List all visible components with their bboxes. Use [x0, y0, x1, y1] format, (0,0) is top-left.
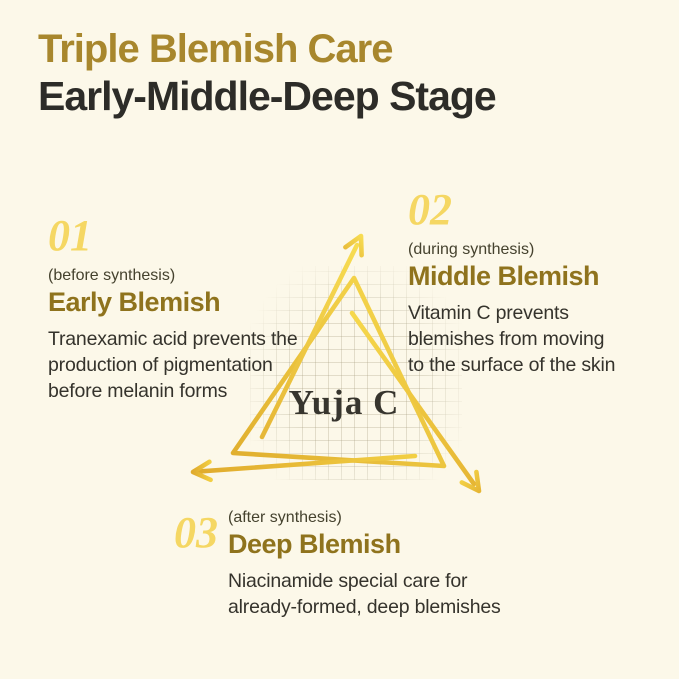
page-title: Triple Blemish Care Early-Middle-Deep St…: [38, 26, 497, 121]
cycle-arrow-up-line: [259, 242, 360, 440]
title-line-2: Early-Middle-Deep Stage: [38, 72, 497, 119]
stage-middle-blemish: 02 (during synthesis) Middle Blemish Vit…: [408, 188, 615, 378]
diagram-center-label: Yuja C: [288, 383, 400, 422]
stage-description: Niacinamide special care for already-for…: [228, 568, 501, 620]
stage-phase: (before synthesis): [48, 267, 176, 284]
cycle-arrow-left-head-icon: [190, 459, 213, 483]
cycle-arrow-up-head-icon: [343, 233, 364, 258]
stage-title: Deep Blemish: [228, 529, 401, 559]
stage-deep-blemish: (after synthesis) Deep Blemish Niacinami…: [228, 509, 501, 620]
stage-description-line: Niacinamide special care for: [228, 570, 468, 592]
stage-description-line: Vitamin C prevents: [408, 302, 569, 324]
graph-paper-background: [250, 266, 462, 480]
cycle-arrow-down-line: [349, 310, 477, 487]
stage-description-line: already-formed, deep blemishes: [228, 596, 501, 618]
stage-phase: (during synthesis): [408, 241, 535, 258]
stage-description-line: Tranexamic acid prevents the: [48, 328, 298, 350]
title-line-1: Triple Blemish Care: [38, 27, 393, 71]
stage-early-blemish: 01 (before synthesis) Early Blemish Tran…: [48, 211, 298, 404]
stage-number: 03: [174, 508, 218, 557]
stage-number: 02: [408, 185, 452, 234]
stage-description-line: to the surface of the skin: [408, 354, 616, 376]
stage-phase: (after synthesis): [228, 509, 342, 526]
cycle-arrow-down-head-icon: [459, 469, 482, 494]
stage-description-line: production of pigmentation: [48, 354, 273, 376]
stage-description: Tranexamic acid prevents the production …: [48, 326, 298, 404]
stage-title: Middle Blemish: [408, 261, 600, 291]
stage-number: 01: [48, 211, 92, 260]
stage-description: Vitamin C prevents blemishes from moving…: [408, 300, 615, 378]
stage-title: Early Blemish: [48, 287, 221, 317]
stage-description-line: before melanin forms: [48, 380, 228, 402]
cycle-arrow-left-line: [195, 453, 418, 474]
stage-description-line: blemishes from moving: [408, 328, 605, 350]
